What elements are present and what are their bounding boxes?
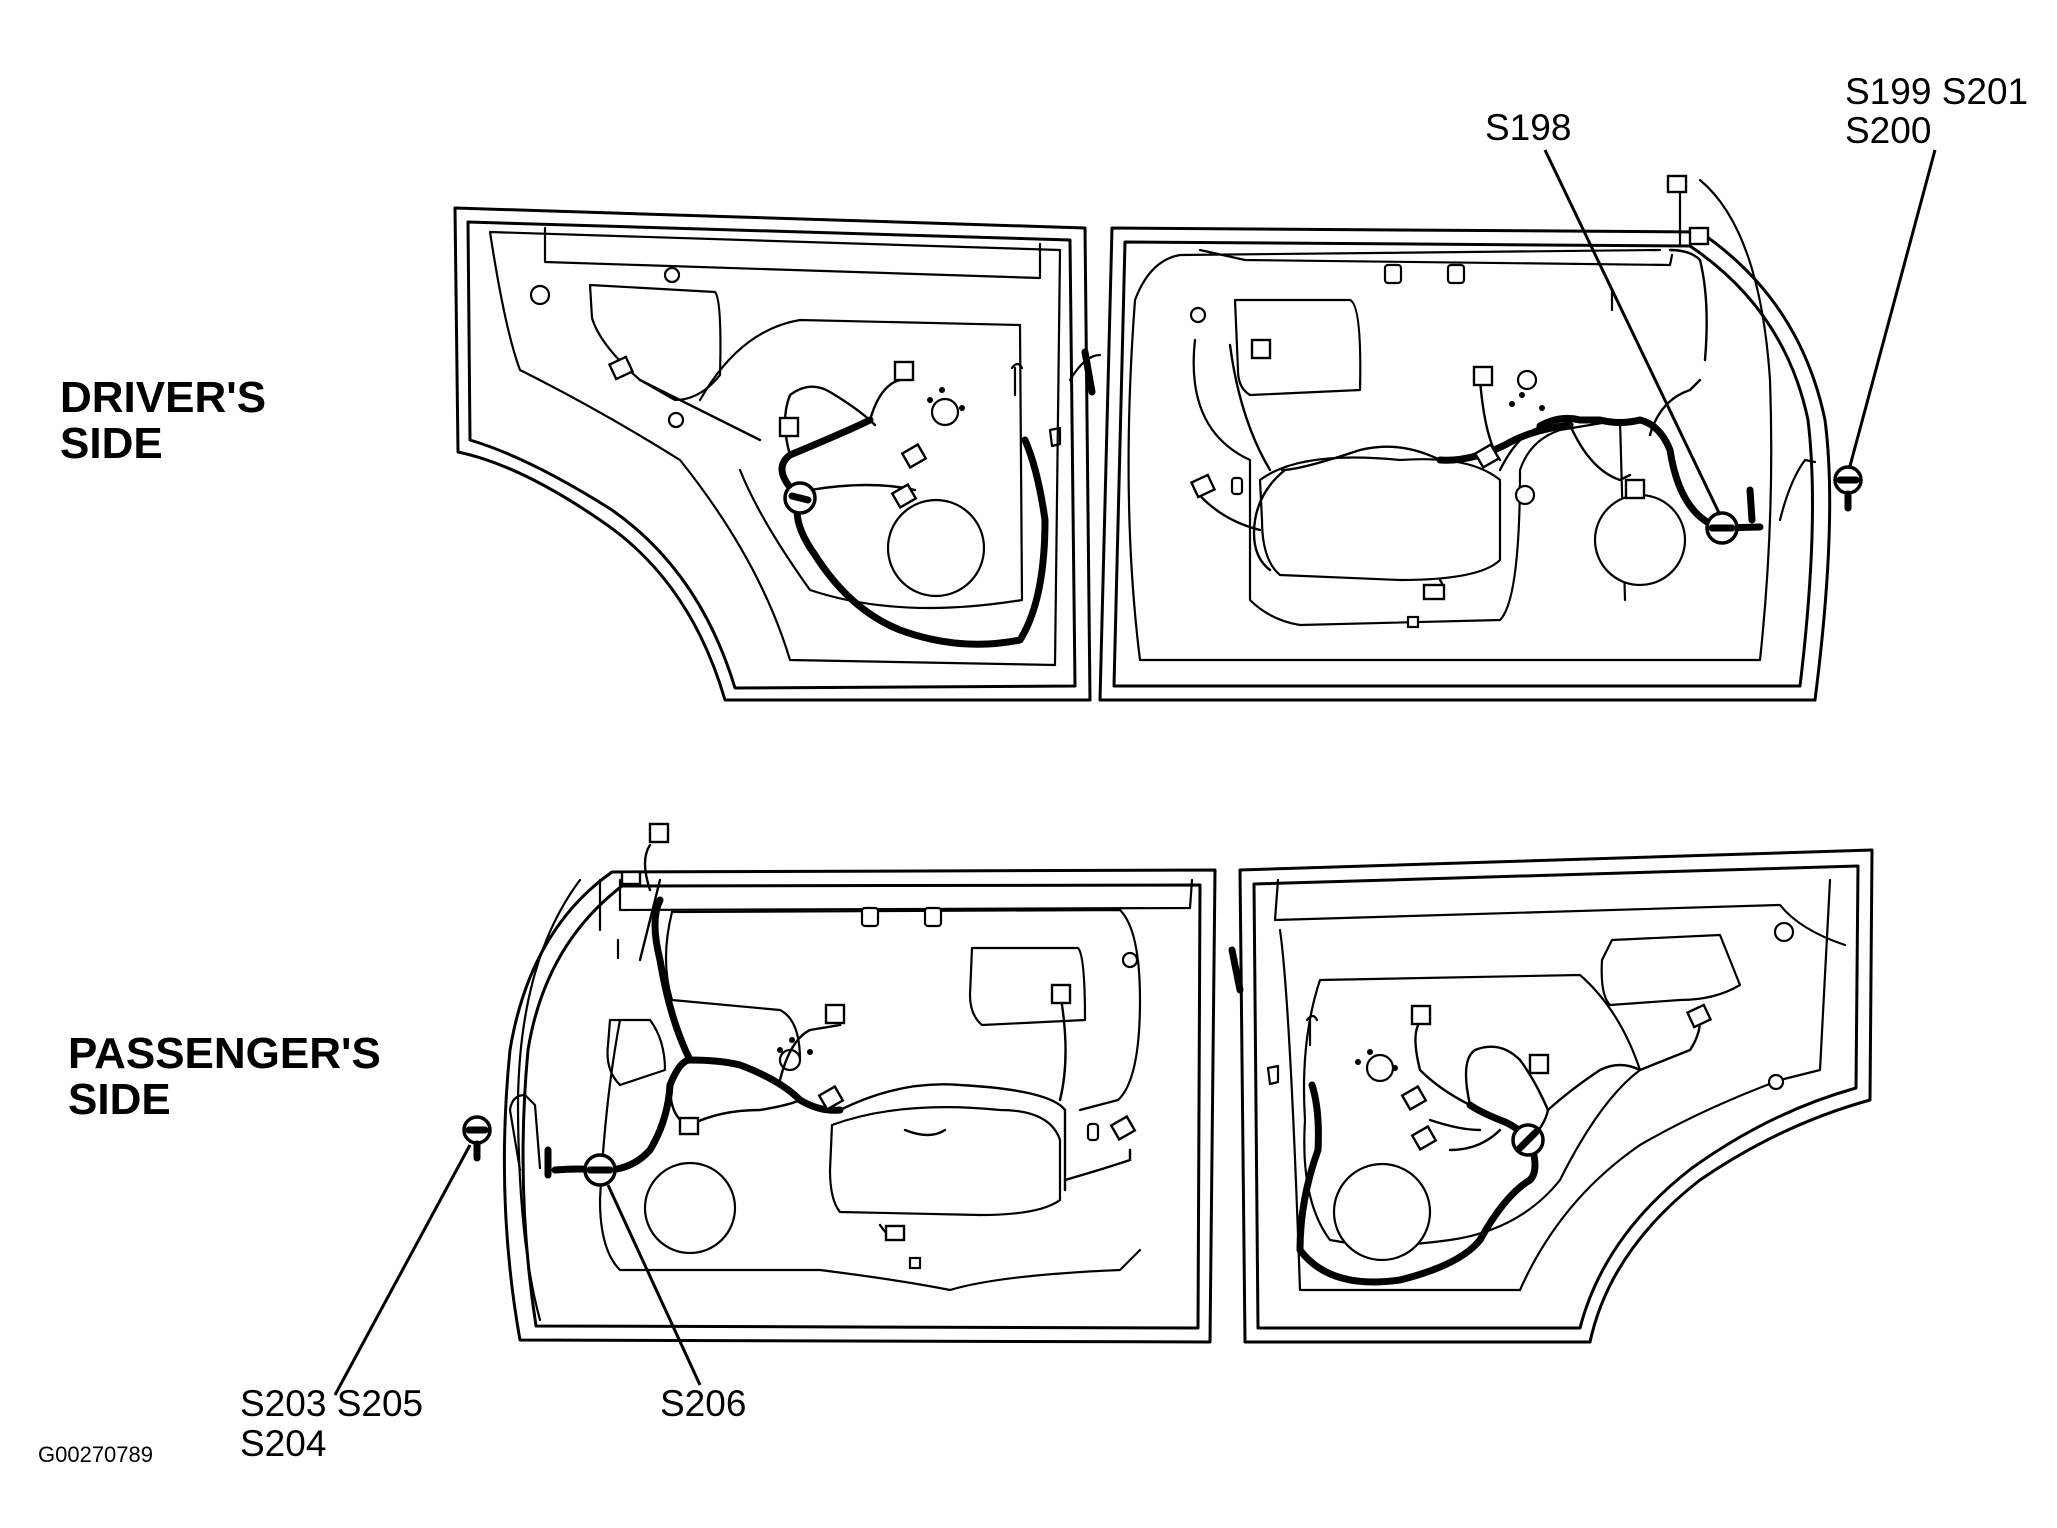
callout-s204: S204	[240, 1423, 326, 1464]
drivers-front-door	[1098, 174, 1863, 702]
passengers-rear-door	[1228, 848, 1874, 1344]
drivers-rear-door	[453, 206, 1102, 702]
svg-text:PASSENGER'S: PASSENGER'S	[68, 1029, 381, 1078]
splice-s199-s201-s200	[1833, 465, 1863, 512]
leader-s199-s201-s200	[1848, 149, 1937, 467]
callout-s199-s201: S199 S201	[1845, 71, 2028, 112]
callout-s200: S200	[1845, 110, 1931, 151]
splice-s206	[583, 1153, 617, 1187]
callout-s206: S206	[660, 1383, 746, 1424]
splice-s203-s205-s204	[462, 1115, 492, 1162]
splice-drivers-rear	[783, 481, 817, 515]
splice-passengers-rear	[1511, 1123, 1545, 1157]
drivers-side-label: DRIVER'S SIDE	[60, 373, 266, 468]
callout-s203-s205: S203 S205	[240, 1383, 423, 1424]
svg-text:DRIVER'S: DRIVER'S	[60, 373, 266, 422]
passengers-side-label: PASSENGER'S SIDE	[68, 1029, 381, 1124]
leader-s203-s205-s204	[333, 1144, 472, 1396]
figure-id: G00270789	[38, 1442, 153, 1467]
svg-text:SIDE: SIDE	[68, 1075, 171, 1124]
callout-s198: S198	[1485, 107, 1571, 148]
leader-s206	[606, 1184, 702, 1386]
leader-s198	[1543, 149, 1722, 516]
splice-s198	[1705, 511, 1739, 545]
svg-text:SIDE: SIDE	[60, 419, 163, 468]
passengers-front-door	[462, 822, 1217, 1344]
